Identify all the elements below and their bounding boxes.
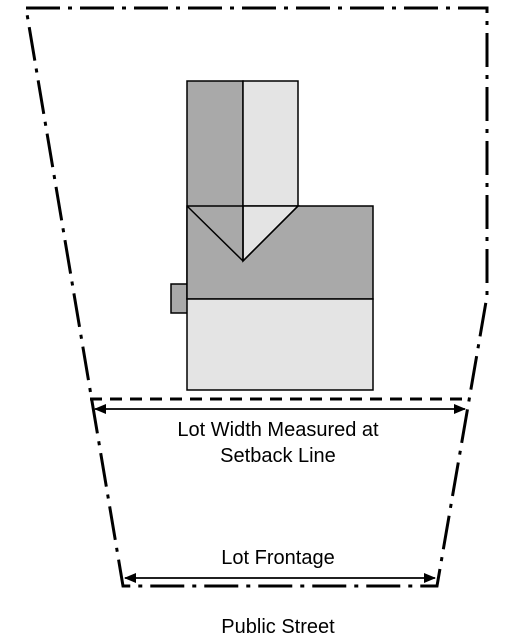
lot-width-label-line2: Setback Line <box>220 445 336 467</box>
building-side-box <box>170 283 189 314</box>
building-front-section <box>186 298 374 391</box>
lot-frontage-label: Lot Frontage <box>221 547 334 569</box>
public-street-label: Public Street <box>221 616 335 638</box>
building <box>170 80 374 391</box>
building-roof-ridge <box>186 205 299 263</box>
lot-boundary <box>24 6 489 588</box>
lot-width-label-line1: Lot Width Measured at <box>177 419 379 441</box>
